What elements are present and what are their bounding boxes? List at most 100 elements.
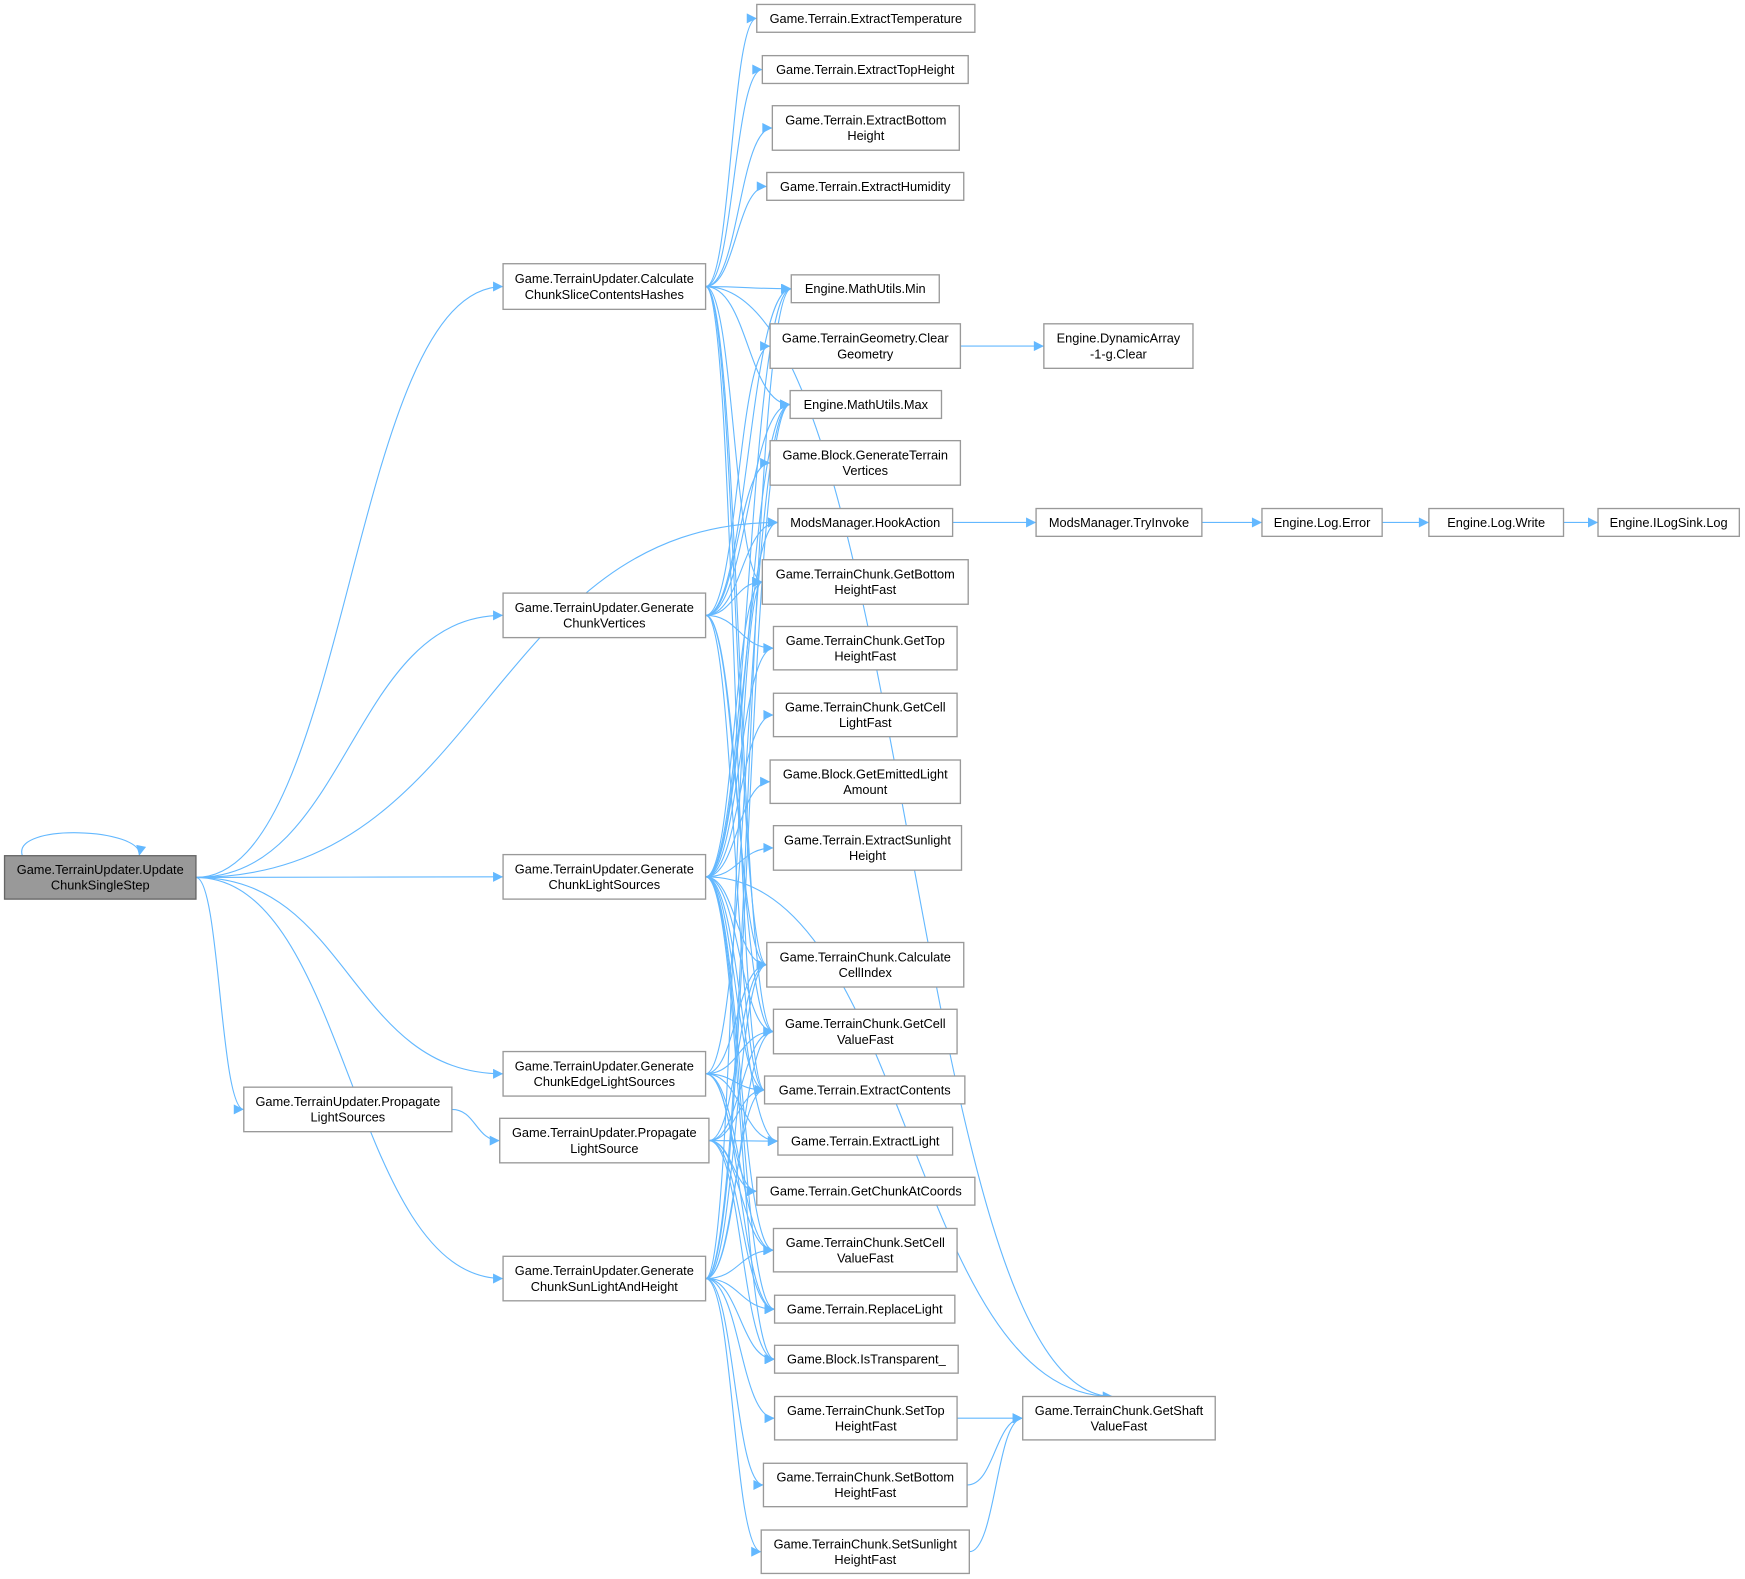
node-label: Game.TerrainGeometry.Clear xyxy=(782,331,949,346)
node-replace-light[interactable]: Game.Terrain.ReplaceLight xyxy=(773,1294,956,1324)
node-get-chunk[interactable]: Game.Terrain.GetChunkAtCoords xyxy=(756,1176,976,1206)
node-label: Game.TerrainUpdater.Generate xyxy=(515,1058,694,1073)
node-box xyxy=(761,559,969,605)
node-box xyxy=(766,171,965,201)
node-sink-log[interactable]: Engine.ILogSink.Log xyxy=(1597,507,1741,538)
edge-gen-sunlight-to-replace-light xyxy=(705,1277,775,1315)
node-label: ChunkEdgeLightSources xyxy=(534,1074,675,1089)
node-box xyxy=(769,323,962,369)
node-gen-edge-light[interactable]: Game.TerrainUpdater.GenerateChunkEdgeLig… xyxy=(502,1050,707,1097)
node-box xyxy=(499,1117,710,1164)
node-label: Engine.DynamicArray xyxy=(1057,331,1181,346)
node-box xyxy=(756,3,976,33)
node-label: Game.TerrainUpdater.Generate xyxy=(515,600,694,615)
node-label: Game.TerrainUpdater.Calculate xyxy=(515,271,694,286)
node-max[interactable]: Engine.MathUtils.Max xyxy=(789,389,943,420)
edge-gen-light-sources-to-ext-contents xyxy=(705,876,765,1095)
node-box xyxy=(773,1344,959,1374)
node-box xyxy=(760,1529,970,1575)
node-label: Game.TerrainUpdater.Propagate xyxy=(255,1094,440,1109)
edge-calc-hashes-to-ext-top xyxy=(705,64,763,288)
node-box xyxy=(1261,507,1383,538)
node-log-write[interactable]: Engine.Log.Write xyxy=(1428,507,1565,538)
node-box xyxy=(790,274,940,304)
node-calc-hashes[interactable]: Game.TerrainUpdater.CalculateChunkSliceC… xyxy=(502,263,707,311)
node-hook-action[interactable]: ModsManager.HookAction xyxy=(777,507,954,538)
edge-gen-light-sources-to-min xyxy=(705,283,792,878)
node-log-error[interactable]: Engine.Log.Error xyxy=(1261,507,1383,538)
edge-gen-sunlight-to-get-bottom xyxy=(705,577,763,1280)
node-gen-light-sources[interactable]: Game.TerrainUpdater.GenerateChunkLightSo… xyxy=(502,853,707,900)
node-box xyxy=(1035,507,1203,538)
edge-calc-hashes-to-ext-bottom xyxy=(705,123,773,288)
node-dyn-clear[interactable]: Engine.DynamicArray-1-g.Clear xyxy=(1043,323,1194,369)
edge-gen-sunlight-to-set-top xyxy=(705,1277,775,1424)
edge-set-sunlight-to-shaft xyxy=(969,1413,1023,1553)
node-label: Game.Block.GenerateTerrain xyxy=(783,448,949,463)
node-label: Engine.ILogSink.Log xyxy=(1610,515,1728,530)
edge-root-to-root xyxy=(21,832,147,856)
node-ext-light[interactable]: Game.Terrain.ExtractLight xyxy=(777,1126,954,1156)
edge-gen-edge-light-to-set-cell-value xyxy=(705,1073,774,1256)
node-label: LightSource xyxy=(570,1141,638,1156)
edge-calc-hashes-to-min xyxy=(705,283,792,294)
node-ext-humidity[interactable]: Game.Terrain.ExtractHumidity xyxy=(766,171,965,201)
node-try-invoke[interactable]: ModsManager.TryInvoke xyxy=(1035,507,1203,538)
edge-prop-source-to-set-cell-value xyxy=(708,1140,774,1256)
node-box xyxy=(1022,1395,1216,1441)
node-label: LightSources xyxy=(311,1110,386,1125)
node-label: Game.Terrain.ExtractTopHeight xyxy=(776,62,955,77)
node-label: ChunkVertices xyxy=(563,616,645,631)
node-label: HeightFast xyxy=(834,648,896,663)
node-label: Engine.MathUtils.Min xyxy=(805,281,926,296)
node-ext-top[interactable]: Game.Terrain.ExtractTopHeight xyxy=(761,54,969,85)
edge-gen-vertices-to-min xyxy=(705,283,792,616)
node-is-transparent[interactable]: Game.Block.IsTransparent_ xyxy=(773,1344,959,1374)
node-label: ValueFast xyxy=(837,1032,894,1047)
node-label: ChunkSunLightAndHeight xyxy=(531,1279,679,1294)
node-label: ChunkLightSources xyxy=(549,877,661,892)
node-label: Game.TerrainUpdater.Generate xyxy=(515,1263,694,1278)
node-box xyxy=(502,263,707,311)
edge-gen-light-sources-to-ext-light xyxy=(705,876,779,1147)
node-label: Game.Terrain.ExtractTemperature xyxy=(770,11,963,26)
node-root[interactable]: Game.TerrainUpdater.UpdateChunkSingleSte… xyxy=(3,855,197,900)
node-label: Game.TerrainChunk.SetCell xyxy=(786,1235,945,1250)
node-ext-temp[interactable]: Game.Terrain.ExtractTemperature xyxy=(756,3,976,33)
edge-gen-light-sources-to-get-bottom xyxy=(705,577,763,878)
edge-gen-vertices-to-clear-geom xyxy=(705,341,771,616)
node-label: Game.TerrainChunk.GetCell xyxy=(785,1016,946,1031)
node-box xyxy=(777,1126,954,1156)
node-label: ModsManager.HookAction xyxy=(790,515,940,530)
node-label: Game.Terrain.ReplaceLight xyxy=(787,1302,943,1317)
edge-gen-sunlight-to-set-sunlight xyxy=(705,1277,762,1557)
node-box xyxy=(502,592,707,639)
node-box xyxy=(1043,323,1194,369)
node-gen-vertices[interactable]: Game.TerrainUpdater.GenerateChunkVertice… xyxy=(502,592,707,639)
node-prop-sources[interactable]: Game.TerrainUpdater.PropagateLightSource… xyxy=(243,1086,453,1133)
edge-gen-light-sources-to-set-cell-value xyxy=(705,876,774,1256)
edge-prop-source-to-ext-light xyxy=(708,1136,778,1147)
edge-gen-light-sources-to-get-top xyxy=(705,643,774,878)
node-label: Game.TerrainChunk.Calculate xyxy=(780,949,951,964)
node-min[interactable]: Engine.MathUtils.Min xyxy=(790,274,940,304)
node-gen-sunlight[interactable]: Game.TerrainUpdater.GenerateChunkSunLigh… xyxy=(502,1255,707,1302)
node-ext-contents[interactable]: Game.Terrain.ExtractContents xyxy=(763,1075,966,1105)
